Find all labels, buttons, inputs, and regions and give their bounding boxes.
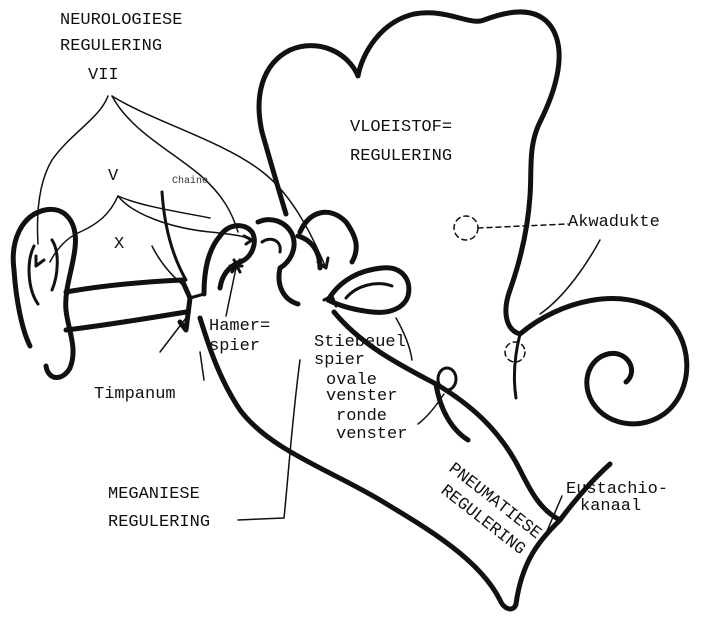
- vloeistof-label-line1: VLOEISTOF=: [350, 118, 452, 137]
- ovale-label-line2: venster: [326, 387, 397, 406]
- nerve-x-label: X: [114, 235, 124, 254]
- vloeistof-label-line2: REGULERING: [350, 147, 452, 166]
- meganiese-label-line1: MEGANIESE: [108, 485, 200, 504]
- meganiese-label-line2: REGULERING: [108, 513, 210, 532]
- chaine-label: Chaine: [172, 175, 208, 187]
- ear-canal-drawing: [66, 280, 186, 330]
- stiebeuel-label-line1: Stiebeuel: [314, 333, 406, 352]
- middle-ear-cavity-drawing: [200, 312, 610, 609]
- nerve-vii-label: VII: [88, 66, 119, 85]
- ronde-label-line1: ronde: [336, 407, 387, 426]
- hamer-label-line1: Hamer=: [209, 317, 270, 336]
- timpanum-label: Timpanum: [94, 385, 176, 404]
- ronde-label-line2: venster: [336, 425, 407, 444]
- nerve-v-label: V: [108, 167, 119, 186]
- akwadukte-label: Akwadukte: [568, 213, 660, 232]
- stiebeuel-label-line2: spier: [314, 351, 365, 370]
- nerve-lines-drawing: [38, 96, 326, 286]
- neurologiese-label-line2: REGULERING: [60, 37, 162, 56]
- neurologiese-label-line1: NEUROLOGIESE: [60, 11, 182, 30]
- hamer-label-line2: spier: [209, 337, 260, 356]
- eustachio-label-line2: kanaal: [580, 497, 641, 516]
